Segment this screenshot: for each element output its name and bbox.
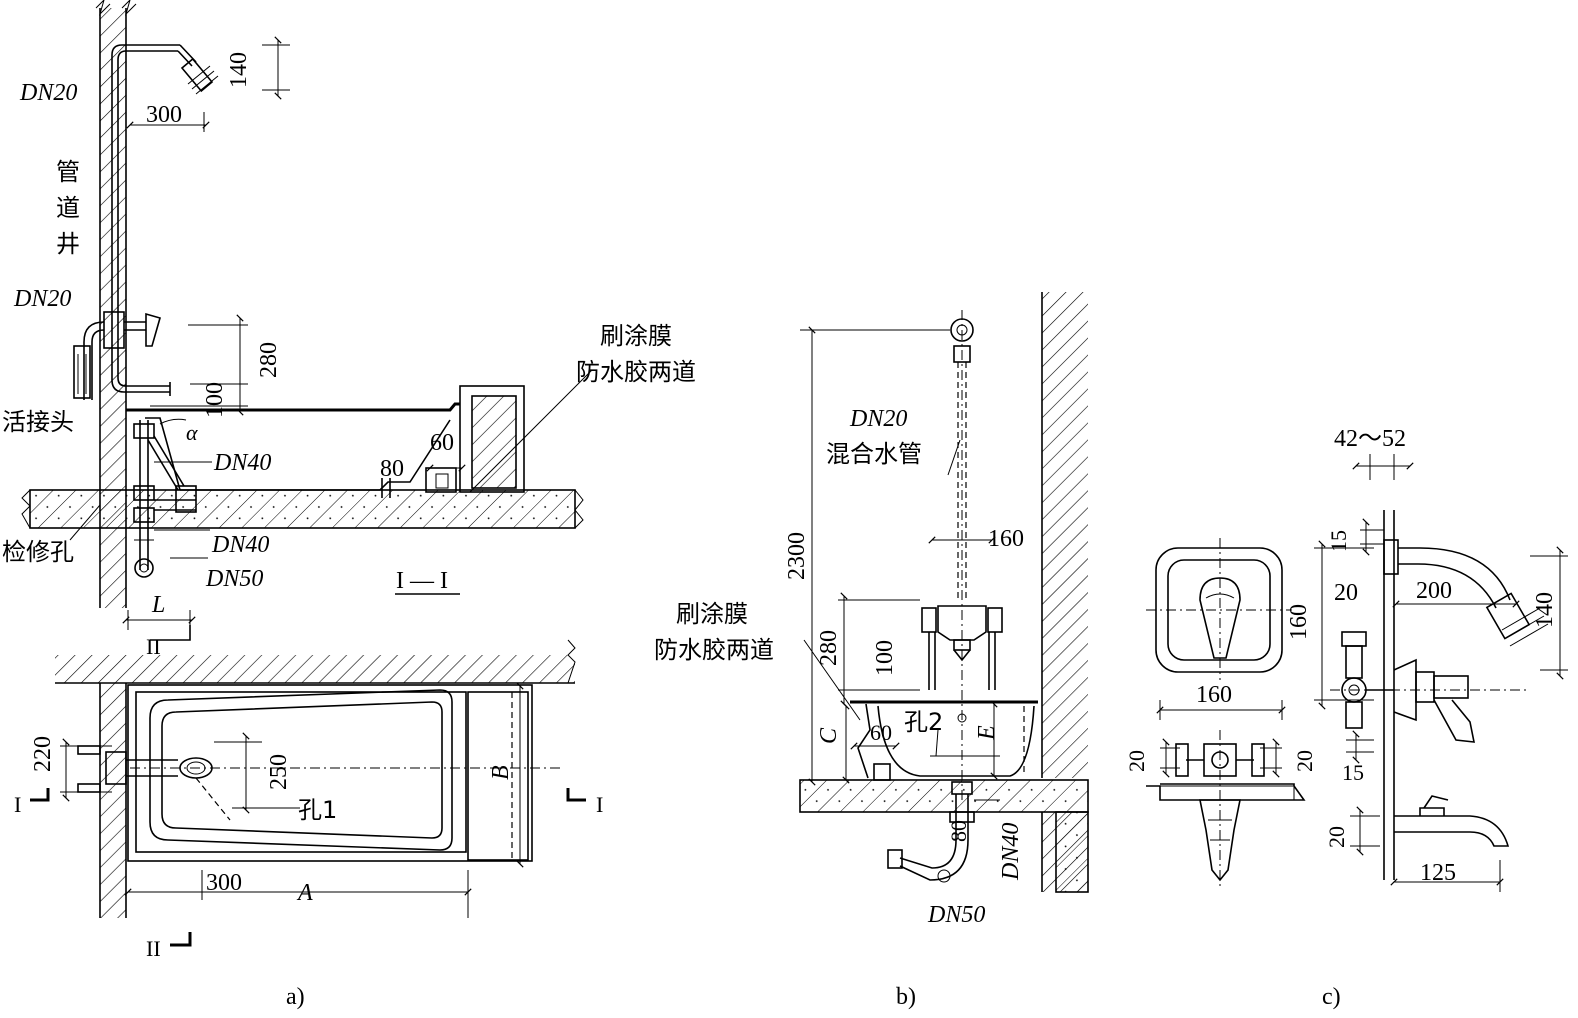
dim-140-a: 140: [226, 52, 252, 88]
bathtub-section-b: [850, 700, 1038, 781]
label-pipe-shaft-1: 管: [56, 158, 80, 186]
bathtub-plan: [30, 639, 586, 947]
label-pipe-shaft-3: 井: [56, 230, 80, 258]
dim-280-b: 280: [816, 630, 842, 666]
label-membrane-b1: 刷涂膜: [676, 600, 748, 628]
drain-b: [887, 781, 975, 883]
label-membrane-a1: 刷涂膜: [600, 322, 672, 350]
panel-b-drawing: [799, 292, 1089, 893]
label-alpha: α: [186, 420, 198, 445]
label-hole2: 孔2: [904, 708, 943, 736]
faucet-top-view: [1146, 730, 1306, 888]
caption-b: b): [896, 984, 916, 1010]
caption-a: a): [286, 984, 305, 1010]
dim-220: 220: [30, 736, 56, 772]
label-dn40-b: DN40: [998, 823, 1024, 881]
label-dn20-top: DN20: [19, 80, 77, 106]
label-union: 活接头: [2, 408, 74, 436]
faucet-front-view: [1146, 538, 1292, 720]
dim-80-a: 80: [380, 456, 404, 482]
faucet-side-view: [1314, 454, 1568, 892]
label-B: B: [488, 765, 514, 780]
drain-pipes-a: [133, 420, 197, 578]
dim-300-bottom: 300: [206, 870, 242, 896]
label-dn50-b: DN50: [927, 902, 985, 928]
shower-pipe: [111, 44, 219, 340]
faucet-assembly-b: [921, 605, 1003, 690]
label-inspection-hole: 检修孔: [2, 538, 74, 566]
section-mark-II-bottom: II: [146, 936, 161, 961]
mixer-valve: [73, 311, 161, 400]
dim-20-right: 20: [1292, 750, 1317, 772]
dim-100-a: 100: [202, 382, 228, 418]
dim-2300: 2300: [784, 532, 810, 580]
dim-200: 200: [1416, 578, 1452, 604]
section-title-I-I: I — I: [396, 568, 448, 594]
panel-c-drawing: [1146, 454, 1568, 892]
dimensions-b: [800, 326, 1000, 801]
label-dn40-a: DN40: [213, 450, 271, 476]
label-dn50-a: DN50: [205, 566, 263, 592]
panel-a-drawing: [21, 0, 593, 947]
label-dn20-b: DN20: [849, 406, 907, 432]
dim-20-left: 20: [1124, 750, 1149, 772]
dim-250: 250: [266, 754, 292, 790]
label-C: C: [816, 727, 842, 744]
dim-20-top: 20: [1334, 580, 1358, 606]
dim-160-vertical: 160: [1286, 604, 1312, 640]
label-mix-pipe: 混合水管: [826, 440, 922, 468]
dim-80-b: 80: [946, 820, 971, 842]
caption-c: c): [1322, 984, 1341, 1010]
dim-60-b: 60: [870, 720, 892, 745]
dim-125: 125: [1420, 860, 1456, 886]
label-hole1: 孔1: [298, 796, 337, 824]
label-dn40-b: DN40: [211, 532, 269, 558]
dim-100-b: 100: [872, 640, 898, 676]
label-E: E: [974, 725, 1000, 741]
dim-20-bottom: 20: [1324, 826, 1349, 848]
dim-160-horizontal: 160: [1196, 682, 1232, 708]
label-membrane-b2: 防水胶两道: [654, 636, 774, 664]
dim-140-c: 140: [1532, 592, 1558, 628]
floor-slab-a: [21, 489, 584, 529]
section-mark-I-right: I: [596, 792, 603, 817]
dim-280-a: 280: [256, 342, 282, 378]
dim-15-bottom: 15: [1342, 760, 1364, 785]
dim-42-52: 42～52: [1334, 426, 1406, 452]
dim-60-a: 60: [430, 430, 454, 456]
label-dn20-mid: DN20: [13, 286, 71, 312]
label-A: A: [296, 880, 313, 906]
label-L: L: [151, 592, 165, 618]
label-pipe-shaft-2: 道: [56, 194, 80, 222]
bathtub-section: [126, 385, 525, 498]
section-mark-II-top: II: [146, 634, 161, 659]
label-membrane-a2: 防水胶两道: [576, 358, 696, 386]
dim-160-b: 160: [988, 526, 1024, 552]
dim-300-top: 300: [146, 102, 182, 128]
section-mark-I-left: I: [14, 792, 21, 817]
dim-15-top: 15: [1326, 530, 1351, 552]
